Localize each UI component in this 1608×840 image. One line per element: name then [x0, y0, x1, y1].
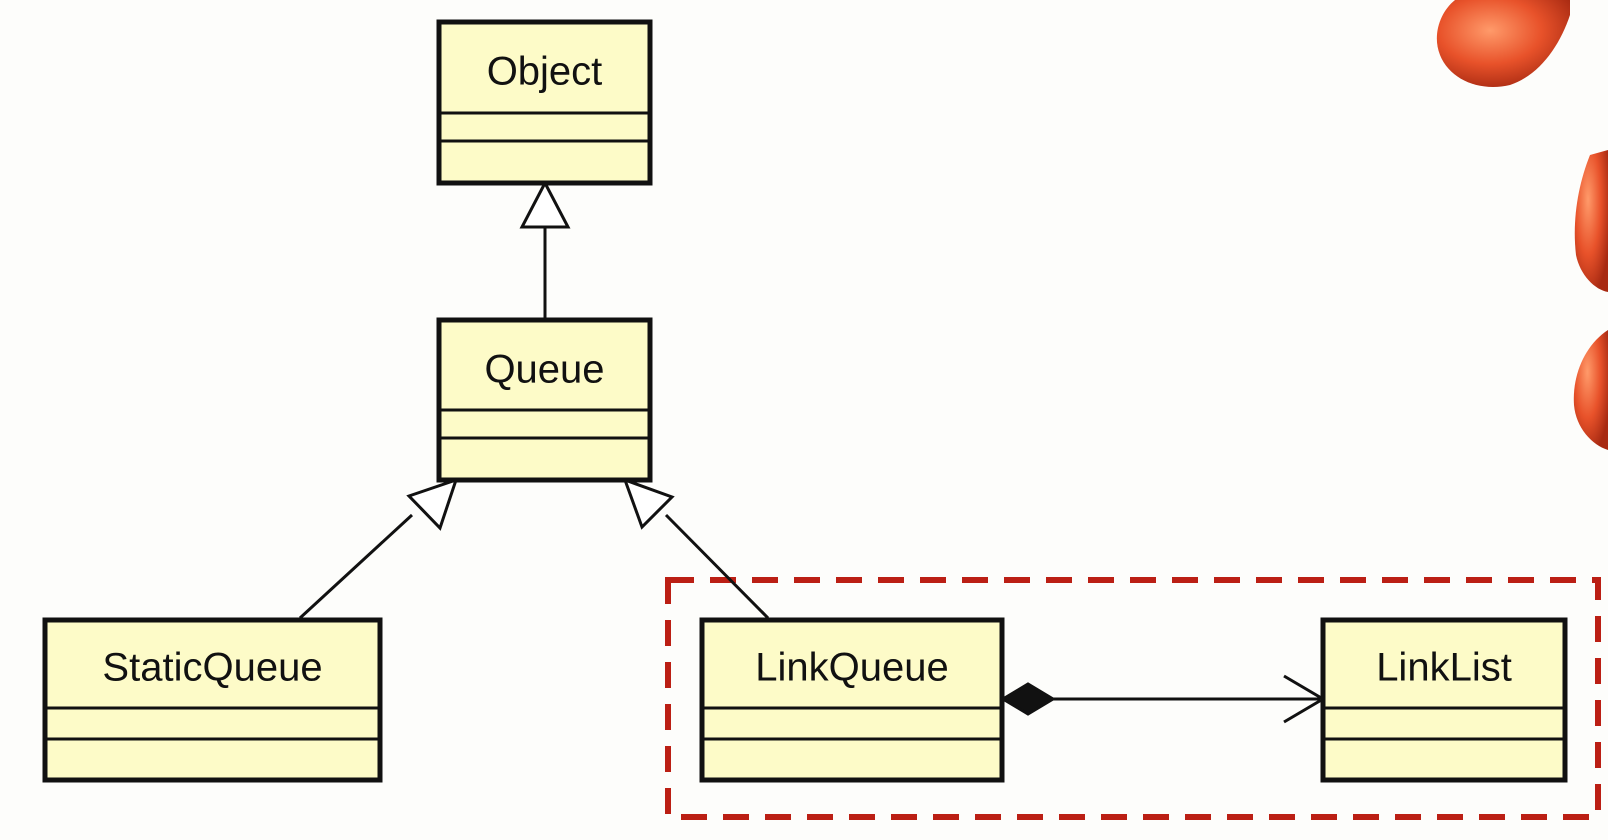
composition-diamond [1000, 682, 1056, 716]
class-object-name: Object [487, 50, 603, 94]
decoration-top-drop [1436, 0, 1570, 87]
generalization-arrowhead-queue-right [622, 477, 675, 530]
generalization-arrowhead-queue-left [406, 477, 459, 531]
class-linkqueue[interactable]: LinkQueue [699, 617, 1005, 783]
generalization-line-linkqueue-queue [664, 513, 770, 620]
decorative-drops [1436, 0, 1608, 450]
class-linklist[interactable]: LinkList [1320, 617, 1568, 783]
generalization-arrowhead-object [519, 179, 571, 229]
class-queue-name: Queue [484, 348, 604, 392]
decoration-bottom-drop [1573, 330, 1608, 450]
decoration-middle-drop [1574, 150, 1608, 292]
class-linklist-name: LinkList [1376, 646, 1512, 690]
class-linkqueue-name: LinkQueue [755, 646, 948, 690]
class-object[interactable]: Object [436, 19, 653, 186]
relations [298, 179, 1326, 724]
class-queue[interactable]: Queue [436, 317, 653, 483]
class-staticqueue[interactable]: StaticQueue [42, 617, 383, 783]
class-staticqueue-name: StaticQueue [102, 646, 322, 690]
highlight-box [665, 577, 1601, 820]
generalization-line-staticqueue-queue [298, 513, 414, 620]
